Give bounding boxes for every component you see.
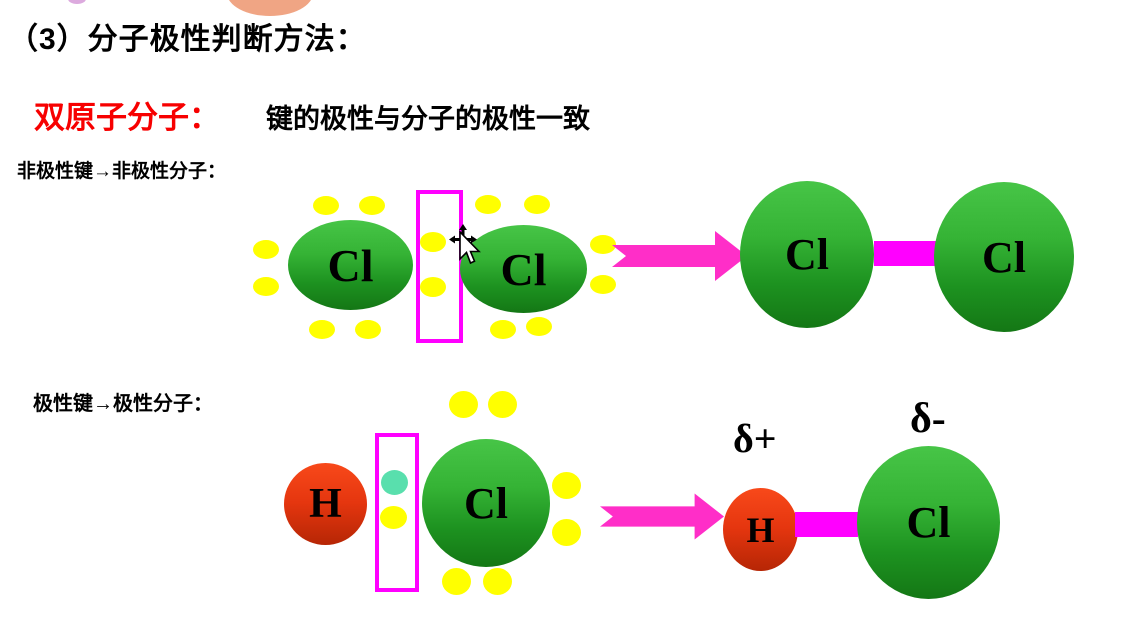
move-cursor-icon — [449, 224, 481, 265]
electron-dot — [359, 196, 385, 215]
chlorine-sphere-right: Cl — [934, 182, 1074, 332]
chlorine-sphere-left: Cl — [740, 181, 874, 328]
pink-decoration-sliver — [68, 0, 86, 4]
electron-dot — [380, 506, 407, 529]
electron-dot — [253, 240, 279, 259]
atom-label: Cl — [785, 230, 829, 279]
transform-arrow-icon — [612, 231, 747, 281]
transform-arrow-icon — [600, 493, 724, 540]
electron-dot — [552, 472, 581, 499]
electron-dot-teal — [381, 470, 408, 495]
electron-dot — [552, 519, 581, 546]
atom-label: H — [309, 481, 342, 527]
electron-dot — [420, 277, 446, 297]
atom-label: Cl — [982, 232, 1026, 282]
electron-dot — [526, 317, 552, 336]
atom-label: Cl — [464, 478, 508, 528]
nonpolar-caption: 非极性键→非极性分子： — [17, 161, 227, 182]
bond-bar — [874, 241, 936, 266]
electron-dot — [483, 568, 512, 595]
chlorine-atom: Cl — [422, 439, 550, 567]
atom-label: H — [746, 509, 775, 550]
peach-decoration-arc — [227, 0, 313, 16]
page-title: （3）分子极性判断方法： — [8, 23, 367, 56]
chlorine-atom-right: Cl — [460, 225, 587, 313]
electron-dot — [355, 320, 381, 339]
atom-label: Cl — [906, 498, 951, 547]
electron-dot — [524, 195, 550, 214]
atom-label: Cl — [500, 243, 547, 295]
diatomic-rule-text: 键的极性与分子的极性一致 — [266, 104, 590, 134]
electron-dot — [449, 391, 478, 418]
shared-pair-box — [416, 190, 463, 343]
diatomic-heading: 双原子分子： — [34, 100, 220, 135]
electron-dot — [253, 277, 279, 296]
electron-dot — [488, 391, 517, 418]
shared-pair-box — [375, 433, 419, 592]
delta-minus-label: δ- — [910, 396, 946, 442]
delta-plus-label: δ+ — [733, 416, 777, 461]
hydrogen-sphere: H — [723, 488, 798, 571]
electron-dot — [475, 195, 501, 214]
hydrogen-atom: H — [284, 463, 367, 545]
electron-dot — [442, 568, 471, 595]
electron-dot — [590, 275, 616, 294]
electron-dot — [490, 320, 516, 339]
chlorine-atom-left: Cl — [288, 220, 413, 310]
electron-dot — [420, 232, 446, 252]
electron-dot — [309, 320, 335, 339]
polar-caption: 极性键→极性分子： — [33, 393, 213, 415]
chlorine-sphere: Cl — [857, 446, 1000, 599]
bond-bar — [795, 512, 858, 537]
electron-dot — [590, 235, 616, 254]
atom-label: Cl — [327, 239, 374, 291]
electron-dot — [313, 196, 339, 215]
